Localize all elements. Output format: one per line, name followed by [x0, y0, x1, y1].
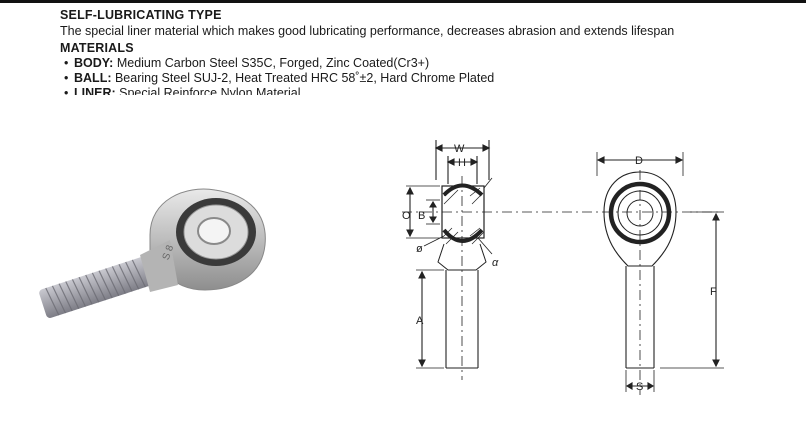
dim-label-a: A [416, 315, 424, 327]
dim-label-o: O [402, 210, 411, 222]
dim-label-b: B [418, 210, 425, 222]
threaded-shank [39, 251, 171, 318]
material-item-body: •BODY: Medium Carbon Steel S35C, Forged,… [64, 56, 430, 70]
top-border [0, 0, 806, 3]
material-item-liner: •LINER: Special Reinforce Nylon Material [64, 86, 301, 95]
dim-label-d: D [635, 155, 643, 167]
dim-label-s: S [636, 381, 643, 393]
dim-label-w: W [454, 143, 465, 155]
rod-end-neck [140, 240, 178, 292]
material-item-ball: •BALL: Bearing Steel SUJ-2, Heat Treated… [64, 71, 495, 85]
dim-label-alpha: α [492, 257, 499, 269]
side-view-drawing [402, 140, 720, 380]
front-view-drawing [596, 152, 724, 395]
section-description: The special liner material which makes g… [60, 24, 675, 38]
materials-title: MATERIALS [60, 41, 134, 55]
section-title: SELF-LUBRICATING TYPE [60, 8, 222, 22]
spec-text: SELF-LUBRICATING TYPE The special liner … [60, 8, 740, 95]
materials-list: •BODY: Medium Carbon Steel S35C, Forged,… [60, 56, 740, 86]
dim-label-phi: ø [416, 243, 423, 255]
photo-marking: S 8 [161, 243, 177, 261]
dim-label-f: F [710, 286, 717, 298]
material-item-liner-clipped: •LINER: Special Reinforce Nylon Material [60, 86, 740, 95]
dim-label-h: H [458, 157, 466, 169]
ball-bore [197, 217, 231, 245]
rod-end-photo: S 8 [39, 188, 266, 318]
